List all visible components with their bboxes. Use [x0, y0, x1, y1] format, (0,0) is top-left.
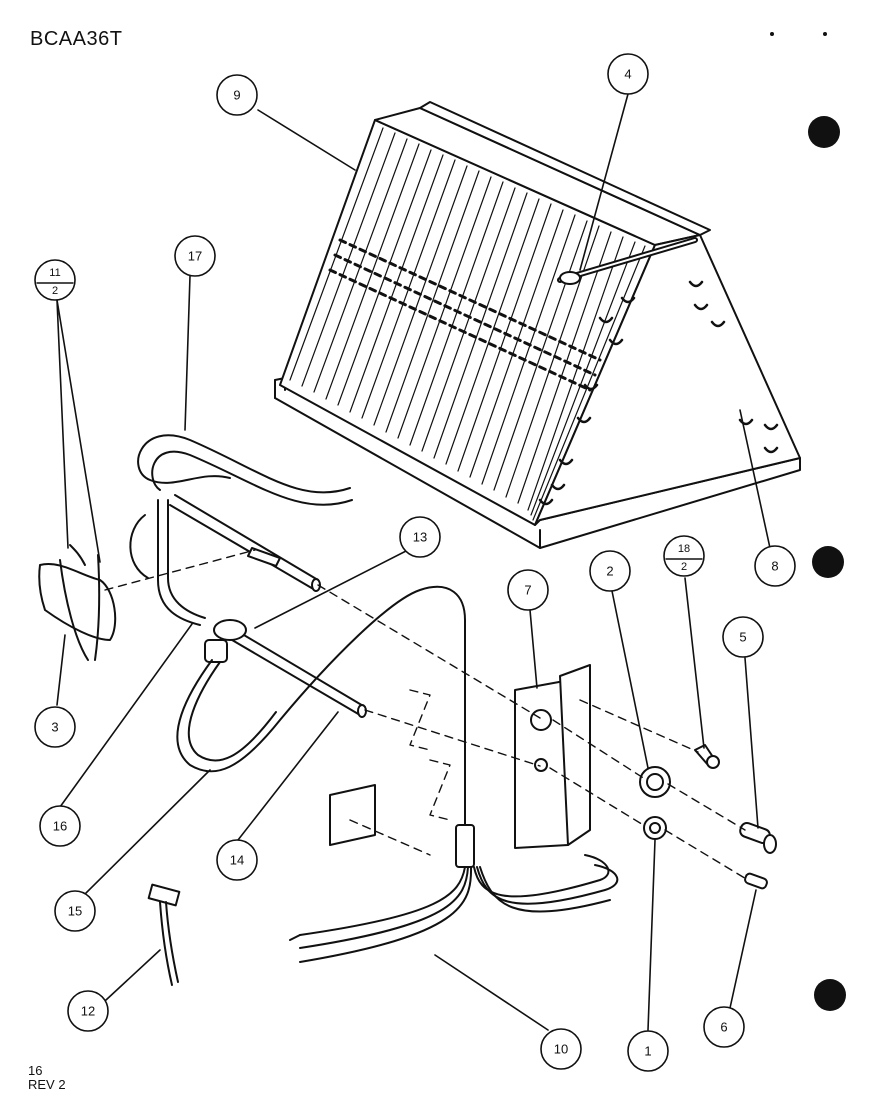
footer-revision: REV 2 [28, 1077, 66, 1092]
callout-5-circle [722, 616, 764, 658]
callout-17: 17 [188, 249, 202, 264]
callout-16: 16 [53, 819, 67, 834]
callout-11-circle [34, 259, 76, 301]
model-label: BCAA36T [30, 28, 123, 50]
callout-3-circle [34, 706, 76, 748]
callout-15-circle [54, 890, 96, 932]
suction-tube-assembly [129, 434, 619, 963]
callout-13-circle [399, 516, 441, 558]
callout-8-circle [754, 545, 796, 587]
callout-7-circle [507, 569, 549, 611]
callout-10: 10 [554, 1042, 568, 1057]
callout-7: 7 [524, 583, 531, 598]
callout-4-circle [607, 53, 649, 95]
callout-5: 5 [739, 630, 746, 645]
callout-6-circle [703, 1006, 745, 1048]
bracket-plate [514, 664, 591, 849]
leader-lines [56, 93, 771, 1031]
a-coil-assembly [274, 101, 801, 549]
callout-16-circle [39, 805, 81, 847]
callout-3: 3 [51, 720, 58, 735]
callout-1-circle [627, 1030, 669, 1072]
foam-pad [329, 784, 376, 846]
callout-10-circle [540, 1028, 582, 1070]
tie-wrap [147, 883, 181, 986]
callout-18-top: 18 [678, 543, 690, 555]
screw [694, 744, 720, 769]
grommet-small [643, 816, 667, 840]
callout-18-circle [663, 535, 705, 577]
grommet-large [639, 766, 671, 798]
callout-2: 2 [606, 564, 613, 579]
callout-17-circle [174, 235, 216, 277]
callout-14: 14 [230, 853, 244, 868]
footer-page-number: 16 [28, 1063, 43, 1078]
callout-11-top: 11 [49, 267, 60, 279]
tube-clip [247, 547, 281, 567]
callout-13: 13 [413, 530, 427, 545]
callout-14-circle [216, 839, 258, 881]
callout-12-circle [67, 990, 109, 1032]
callout-2-circle [589, 550, 631, 592]
callout-9-circle [216, 74, 258, 116]
cap-small [744, 872, 768, 890]
insulation-wrap [38, 544, 117, 661]
callout-1: 1 [644, 1044, 651, 1059]
callout-15: 15 [68, 904, 82, 919]
callout-8: 8 [771, 559, 778, 574]
callout-11-bottom: 2 [52, 285, 58, 297]
callout-12: 12 [81, 1004, 95, 1019]
callout-4: 4 [624, 67, 631, 82]
registration-marks [770, 32, 846, 1011]
callout-6: 6 [720, 1020, 727, 1035]
callout-18-bottom: 2 [681, 561, 687, 573]
callout-9: 9 [233, 88, 240, 103]
